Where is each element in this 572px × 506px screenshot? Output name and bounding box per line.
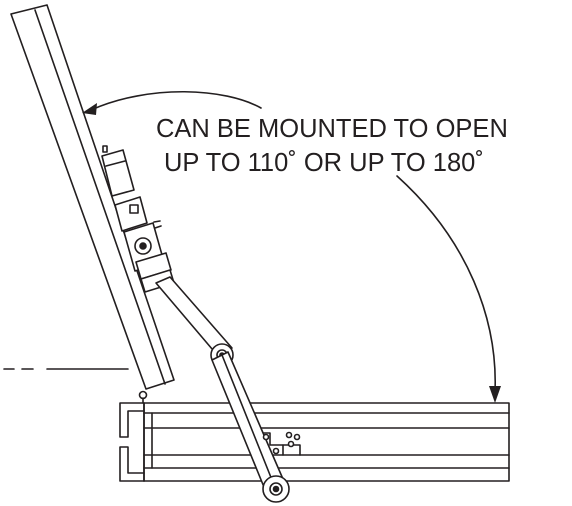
upper-strut xyxy=(155,276,234,367)
lid-panel xyxy=(10,4,175,390)
caption-line-1: CAN BE MOUNTED TO OPEN xyxy=(156,115,508,143)
frame-profile xyxy=(119,390,510,482)
bracket-fasteners xyxy=(262,431,301,455)
opening-angle-arrow xyxy=(82,90,501,403)
lower-strut xyxy=(211,351,290,503)
caption-line-2: UP TO 110˚ OR UP TO 180˚ xyxy=(164,149,484,177)
actuator-assembly xyxy=(101,145,175,293)
